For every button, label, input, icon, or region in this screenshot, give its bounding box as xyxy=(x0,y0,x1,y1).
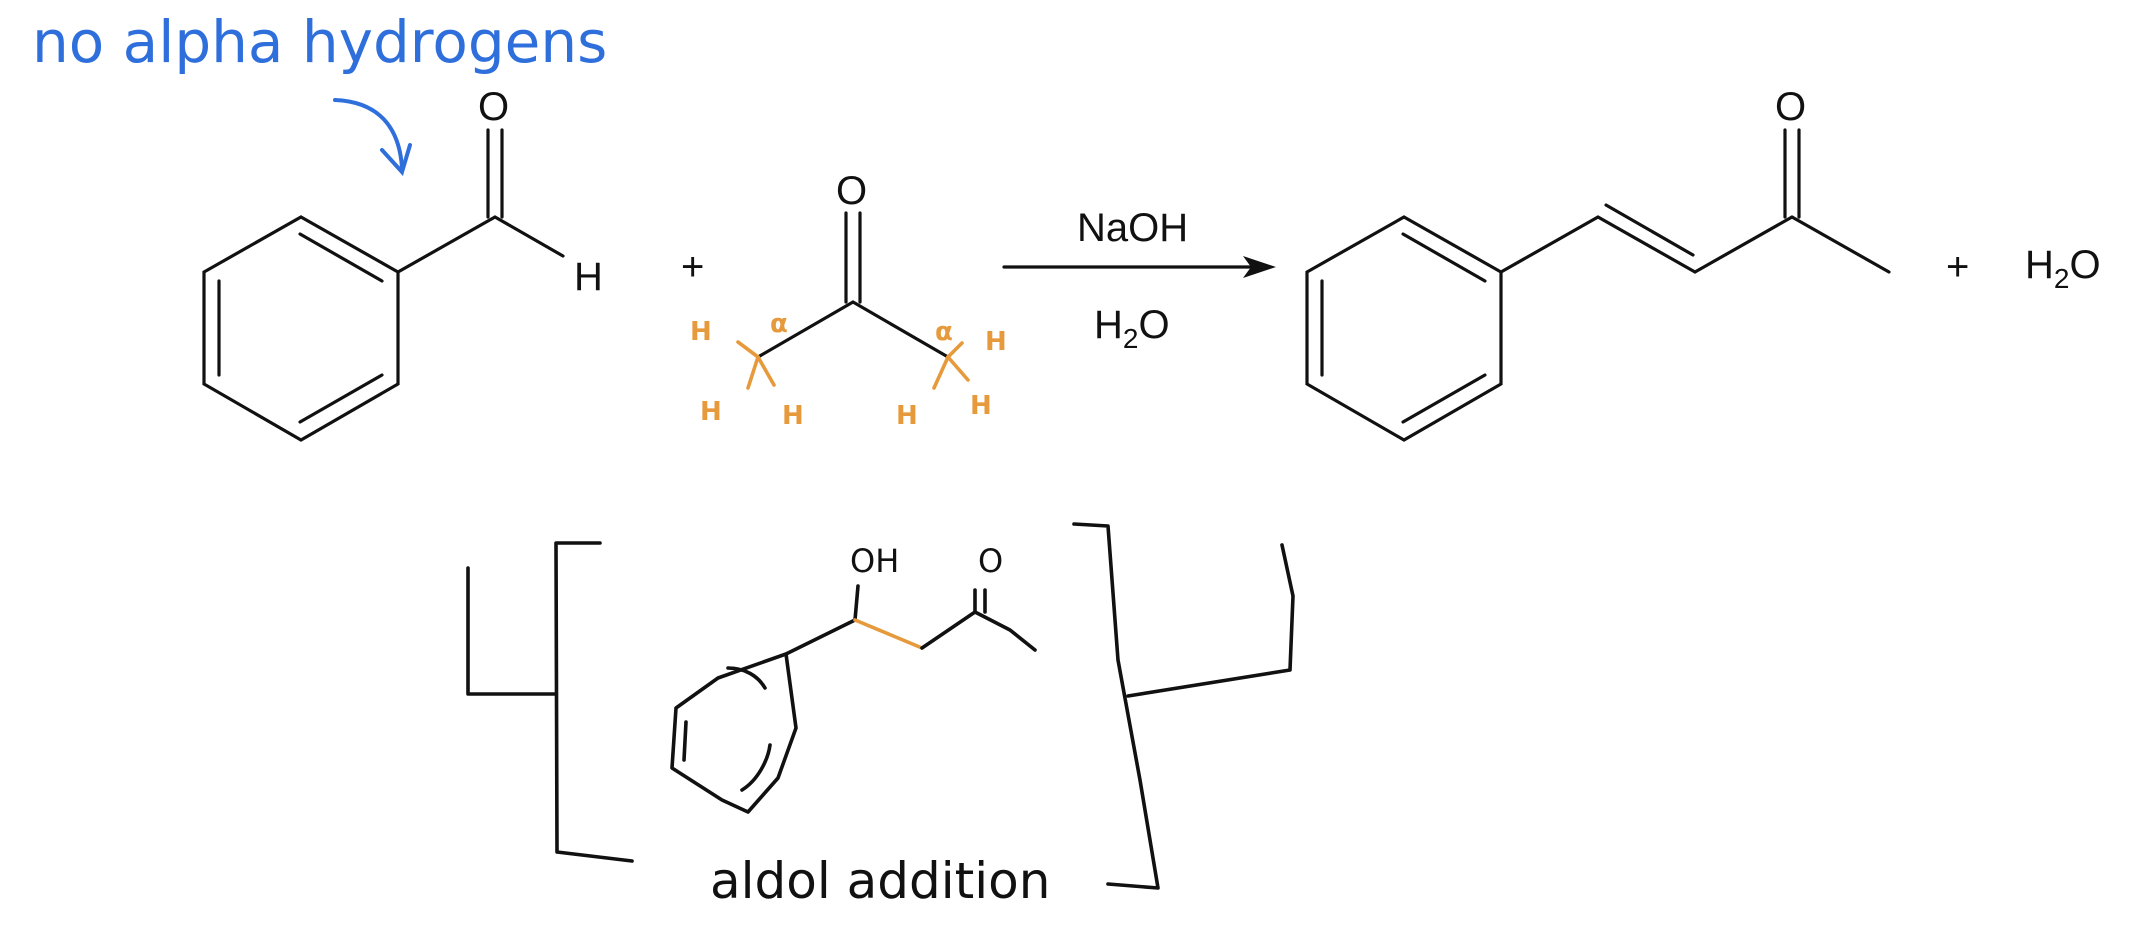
right-bracket xyxy=(1072,522,1295,890)
alpha-h-label: H xyxy=(782,401,804,431)
water-sub: 2 xyxy=(2054,263,2070,294)
alpha-hydrogens: H α H H α H H H xyxy=(690,309,1007,431)
alpha-h-label: H xyxy=(896,401,918,431)
atom-label: O xyxy=(836,169,867,213)
alpha-mark: α xyxy=(935,317,953,347)
left-bracket xyxy=(466,541,634,863)
atom-label: O xyxy=(478,85,509,129)
annotation-arrow xyxy=(333,98,412,176)
reagent-water-h: H xyxy=(1094,303,1123,347)
water-o: O xyxy=(2069,243,2100,287)
reagent-water-o: O xyxy=(1138,303,1169,347)
alpha-h-label: H xyxy=(700,397,722,427)
atom-label: H xyxy=(574,255,603,299)
intermediate-oh: OH xyxy=(850,542,899,580)
plus-sign: + xyxy=(1946,245,1969,289)
water-byproduct: H2O xyxy=(2025,243,2101,294)
alpha-mark: α xyxy=(770,309,788,339)
intermediate-o: O xyxy=(978,542,1003,580)
reagent-water: H2O xyxy=(1094,303,1170,354)
product-benzalacetone: O xyxy=(1305,85,1891,442)
water-h: H xyxy=(2025,243,2054,287)
plus-sign: + xyxy=(681,245,704,289)
benzaldehyde: O H xyxy=(202,85,603,442)
aldol-addition-label: aldol addition xyxy=(710,852,1050,910)
aldol-intermediate: OH O xyxy=(670,542,1037,814)
atom-label: O xyxy=(1775,85,1806,129)
no-alpha-hydrogens-note: no alpha hydrogens xyxy=(32,8,607,76)
alpha-h-label: H xyxy=(970,391,992,421)
alpha-h-label: H xyxy=(985,327,1007,357)
reagent-water-sub: 2 xyxy=(1123,323,1139,354)
alpha-h-label: H xyxy=(690,317,712,347)
reaction-arrow xyxy=(1002,256,1276,278)
acetone: O xyxy=(756,169,950,359)
reagent-naoh: NaOH xyxy=(1077,206,1188,250)
